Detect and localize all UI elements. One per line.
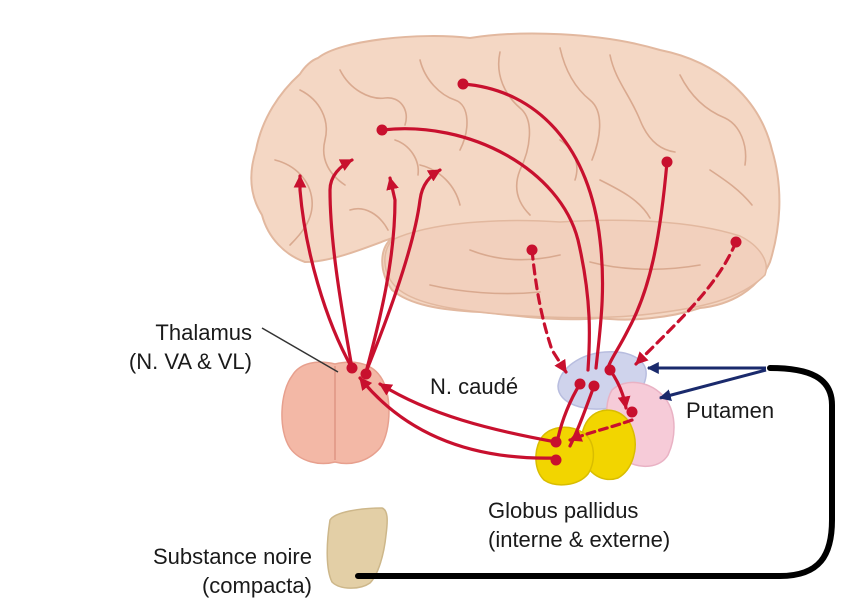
neuron-dot (551, 455, 562, 466)
putamen-label: Putamen (686, 396, 774, 425)
neuron-dot (551, 437, 562, 448)
neuron-dot (347, 363, 358, 374)
substantia-nigra-label-line2: (compacta) (96, 571, 312, 600)
substantia-nigra-label-line1: Substance noire (96, 542, 312, 571)
neuron-dot (627, 407, 638, 418)
neuron-dot (589, 381, 600, 392)
thalamus-label-line1: Thalamus (92, 318, 252, 347)
neuron-dot (662, 157, 673, 168)
thalamus-label-line2: (N. VA & VL) (92, 347, 252, 376)
neuron-dot (731, 237, 742, 248)
cerebral-cortex (251, 34, 779, 320)
globus-pallidus-label-line2: (interne & externe) (488, 525, 670, 554)
substantia-nigra-label: Substance noire (compacta) (96, 542, 312, 600)
globus-pallidus-label-line1: Globus pallidus (488, 496, 670, 525)
neuron-dot (377, 125, 388, 136)
nigrostriatal-arrow-putamen (660, 370, 766, 398)
neuron-dot (458, 79, 469, 90)
globus-pallidus-internus (536, 427, 594, 484)
thalamus-label: Thalamus (N. VA & VL) (92, 318, 252, 376)
caudate-label: N. caudé (430, 372, 518, 401)
thalamus (282, 362, 389, 463)
globus-pallidus-label: Globus pallidus (interne & externe) (488, 496, 670, 554)
thalamus-leader-line (262, 328, 338, 372)
neuron-dot (361, 369, 372, 380)
neuron-dot (527, 245, 538, 256)
neuron-dot (575, 379, 586, 390)
globus-pallidus (536, 410, 635, 485)
neuron-dot (605, 365, 616, 376)
